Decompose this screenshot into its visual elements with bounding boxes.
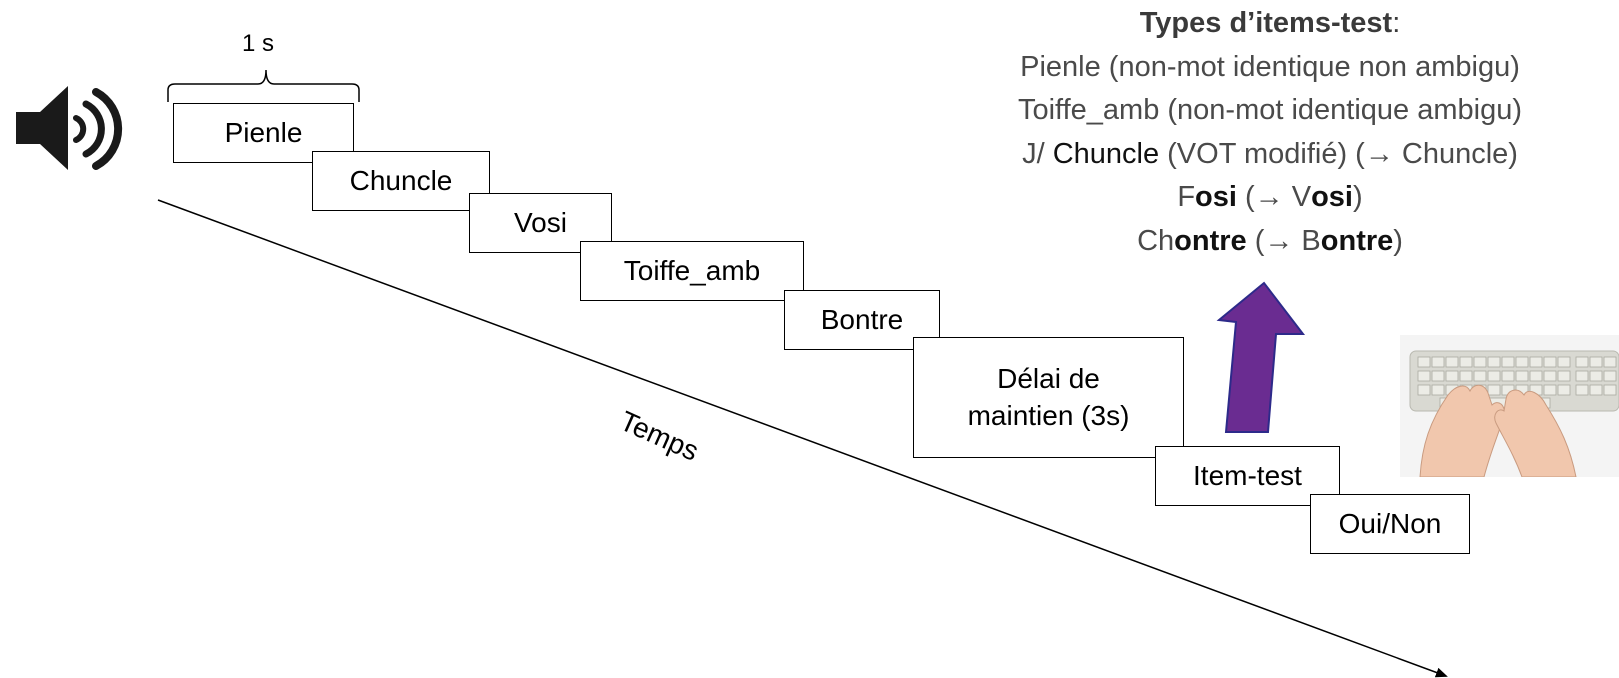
legend-line-1: Pienle (non-mot identique non ambigu) bbox=[1020, 50, 1520, 83]
speaker-icon bbox=[16, 86, 123, 170]
stimulus-toiffe-amb: Toiffe_amb bbox=[580, 241, 804, 301]
response: Oui/Non bbox=[1310, 494, 1470, 554]
retention-delay: Délai de maintien (3s) bbox=[913, 337, 1184, 458]
box-label: Vosi bbox=[514, 206, 567, 238]
time-axis-arrow bbox=[157, 199, 1448, 678]
box-label: Chuncle bbox=[349, 164, 453, 196]
legend-line-2: Toiffe_amb (non-mot identique ambigu) bbox=[1017, 94, 1523, 126]
legend-line-5: Chontre (→ Bontre) bbox=[1137, 224, 1403, 257]
box-label: Délai de maintien (3s) bbox=[967, 363, 1130, 431]
box-label: Oui/Non bbox=[1338, 507, 1442, 539]
duration-label: 1 s bbox=[242, 30, 275, 57]
box-label: Bontre bbox=[820, 303, 904, 335]
right-arrow-glyph: → bbox=[1254, 181, 1284, 213]
right-arrow-glyph: → bbox=[1364, 137, 1394, 170]
item-test: Item-test bbox=[1155, 446, 1340, 506]
stimulus-vosi: Vosi bbox=[469, 193, 612, 253]
test-item-legend: Types d’items-test: Pienle (non-mot iden… bbox=[950, 2, 1590, 263]
box-label: Item-test bbox=[1193, 459, 1302, 491]
legend-line-3: J/ Chuncle (VOT modifié) (→ Chuncle) bbox=[1022, 137, 1518, 170]
box-label: Pienle bbox=[224, 116, 303, 148]
legend-line-4: Fosi (→ Vosi) bbox=[1177, 181, 1363, 213]
box-label: Toiffe_amb bbox=[623, 254, 761, 286]
legend-title: Types d’items-test: bbox=[1139, 7, 1401, 39]
stimulus-chuncle: Chuncle bbox=[312, 151, 490, 211]
up-arrow bbox=[1216, 281, 1306, 433]
duration-brace bbox=[167, 69, 360, 102]
keyboard-hands-image bbox=[1400, 335, 1619, 477]
right-arrow-glyph: → bbox=[1264, 224, 1294, 257]
stimulus-bontre: Bontre bbox=[784, 290, 940, 350]
